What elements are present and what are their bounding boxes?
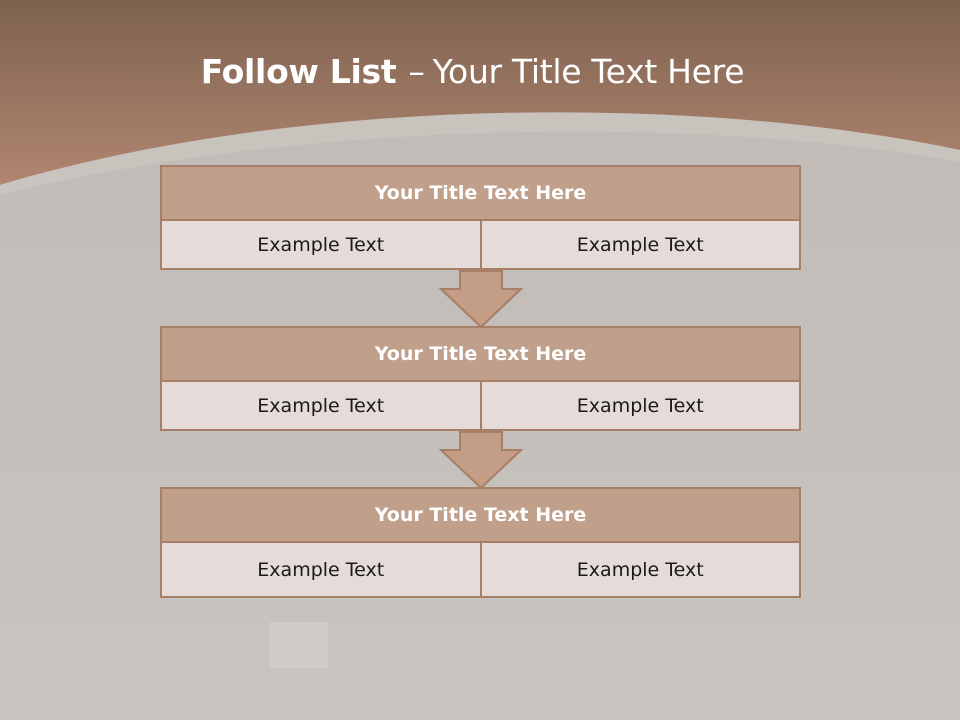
- title-separator: –: [408, 52, 425, 91]
- block-cell-right: Example Text: [481, 221, 801, 270]
- block-cell-right: Example Text: [481, 543, 801, 598]
- title-rest: Your Title Text Here: [432, 52, 745, 91]
- block-row: Example Text Example Text: [160, 382, 801, 431]
- block-cell-left: Example Text: [160, 543, 482, 598]
- block-row: Example Text Example Text: [160, 221, 801, 270]
- list-block-3: Your Title Text Here Example Text Exampl…: [160, 487, 801, 598]
- slide-title: Follow List–Your Title Text Here: [0, 52, 945, 91]
- block-cell-left: Example Text: [160, 382, 482, 431]
- block-cell-left: Example Text: [160, 221, 482, 270]
- down-arrow-icon: [439, 270, 523, 329]
- title-bold: Follow List: [200, 52, 397, 91]
- list-block-2: Your Title Text Here Example Text Exampl…: [160, 326, 801, 431]
- block-cell-right: Example Text: [481, 382, 801, 431]
- list-block-1: Your Title Text Here Example Text Exampl…: [160, 165, 801, 270]
- block-row: Example Text Example Text: [160, 543, 801, 598]
- block-title: Your Title Text Here: [160, 487, 801, 543]
- down-arrow-icon: [439, 431, 523, 490]
- block-title: Your Title Text Here: [160, 326, 801, 382]
- block-title: Your Title Text Here: [160, 165, 801, 221]
